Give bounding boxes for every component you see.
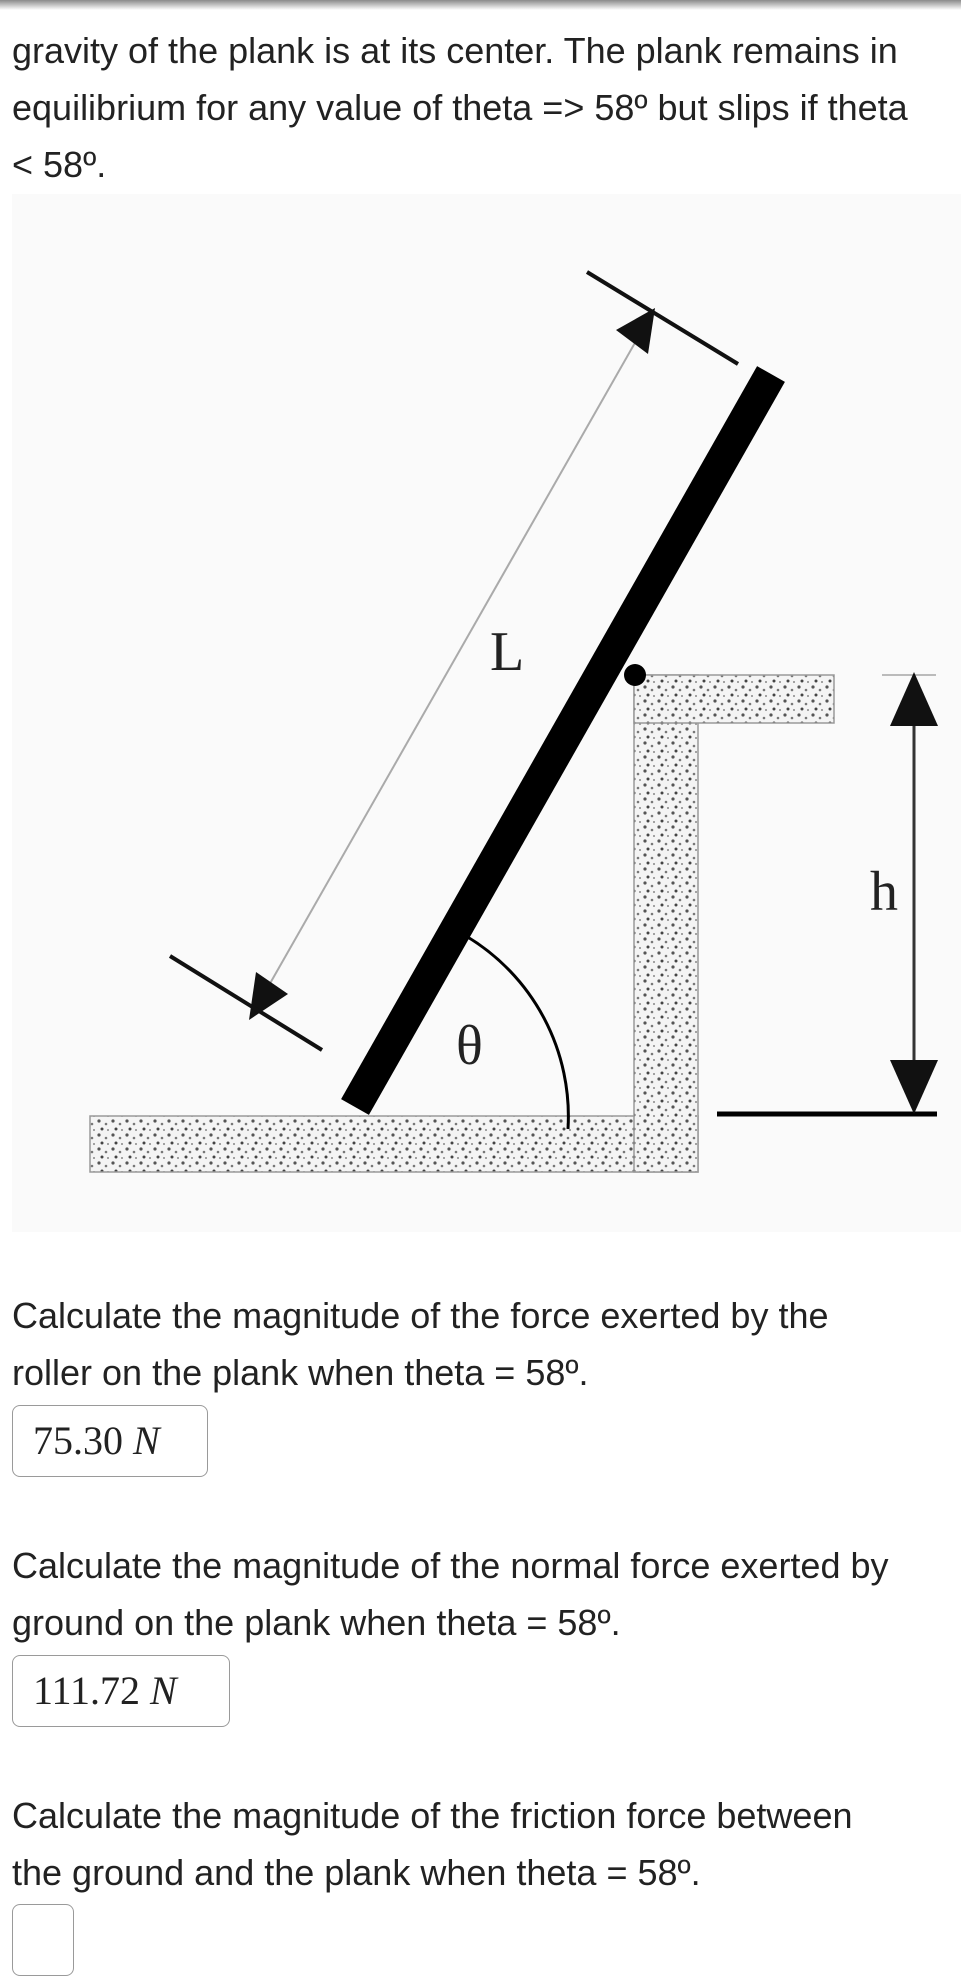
length-label: L bbox=[490, 621, 524, 683]
question-roller-force: Calculate the magnitude of the force exe… bbox=[12, 1287, 829, 1401]
problem-line-1: gravity of the plank is at its center. T… bbox=[12, 30, 898, 71]
roller bbox=[624, 664, 646, 686]
height-label: h bbox=[870, 861, 898, 923]
angle-label: θ bbox=[456, 1015, 483, 1077]
question-text-line: Calculate the magnitude of the force exe… bbox=[12, 1295, 829, 1336]
plank bbox=[341, 366, 785, 1115]
height-arrow-bottom bbox=[890, 1060, 938, 1114]
question-normal-force: Calculate the magnitude of the normal fo… bbox=[12, 1537, 889, 1651]
problem-statement: gravity of the plank is at its center. T… bbox=[12, 22, 961, 193]
question-text-line: the ground and the plank when theta = 58… bbox=[12, 1852, 701, 1893]
question-friction-force: Calculate the magnitude of the friction … bbox=[12, 1787, 853, 1901]
problem-line-3: < 58º. bbox=[12, 144, 107, 185]
answer-unit: N bbox=[150, 1668, 177, 1713]
top-scroll-edge bbox=[0, 0, 961, 10]
length-dimension-line bbox=[263, 333, 641, 995]
wall-ledge bbox=[633, 674, 835, 724]
height-arrow-top bbox=[890, 672, 938, 726]
length-extension-top bbox=[585, 270, 740, 366]
question-text-line: Calculate the magnitude of the normal fo… bbox=[12, 1545, 889, 1586]
plank-diagram: L h θ bbox=[12, 194, 961, 1232]
length-extension-bottom bbox=[168, 954, 324, 1052]
answer-value: 75.30 bbox=[33, 1418, 123, 1463]
answer-friction-force[interactable] bbox=[12, 1904, 74, 1976]
answer-value: 111.72 bbox=[33, 1668, 141, 1713]
answer-unit: N bbox=[133, 1418, 160, 1463]
ground-surface bbox=[89, 1115, 699, 1173]
length-arrow-bottom bbox=[249, 972, 288, 1020]
question-text-line: roller on the plank when theta = 58º. bbox=[12, 1352, 589, 1393]
answer-roller-force[interactable]: 75.30 N bbox=[12, 1405, 208, 1477]
length-arrow-top bbox=[616, 308, 655, 354]
angle-arc bbox=[465, 934, 570, 1130]
question-text-line: Calculate the magnitude of the friction … bbox=[12, 1795, 853, 1836]
question-text-line: ground on the plank when theta = 58º. bbox=[12, 1602, 621, 1643]
answer-normal-force[interactable]: 111.72 N bbox=[12, 1655, 230, 1727]
problem-line-2: equilibrium for any value of theta => 58… bbox=[12, 87, 908, 128]
wall-column bbox=[633, 674, 699, 1173]
plank-diagram-svg: L h θ bbox=[89, 270, 938, 1173]
